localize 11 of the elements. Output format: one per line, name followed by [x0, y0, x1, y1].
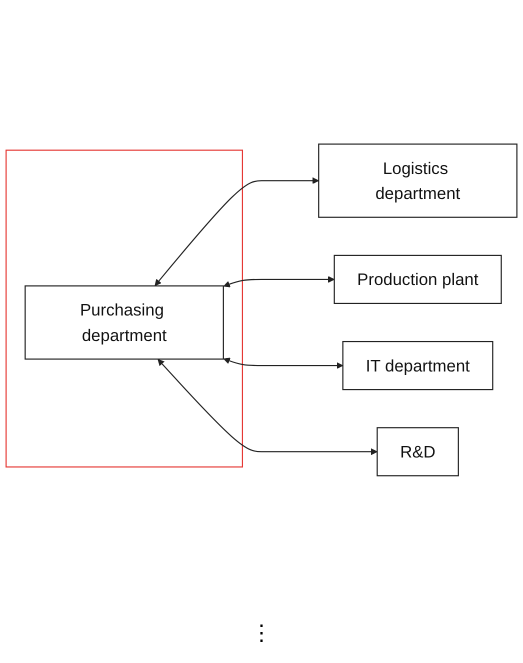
- node-box: R&D: [376, 427, 459, 476]
- arrow: [223, 276, 335, 288]
- node-box: Production plant: [334, 254, 502, 304]
- ellipsis-note: ⋮: [250, 620, 274, 646]
- cluster: [6, 150, 244, 468]
- arrow: [158, 359, 378, 456]
- node-box: Purchasing department: [24, 285, 224, 360]
- arrow: [154, 177, 319, 286]
- node-box: Logistics department: [318, 144, 518, 218]
- node-box: IT department: [342, 341, 494, 390]
- arrow: [223, 358, 344, 369]
